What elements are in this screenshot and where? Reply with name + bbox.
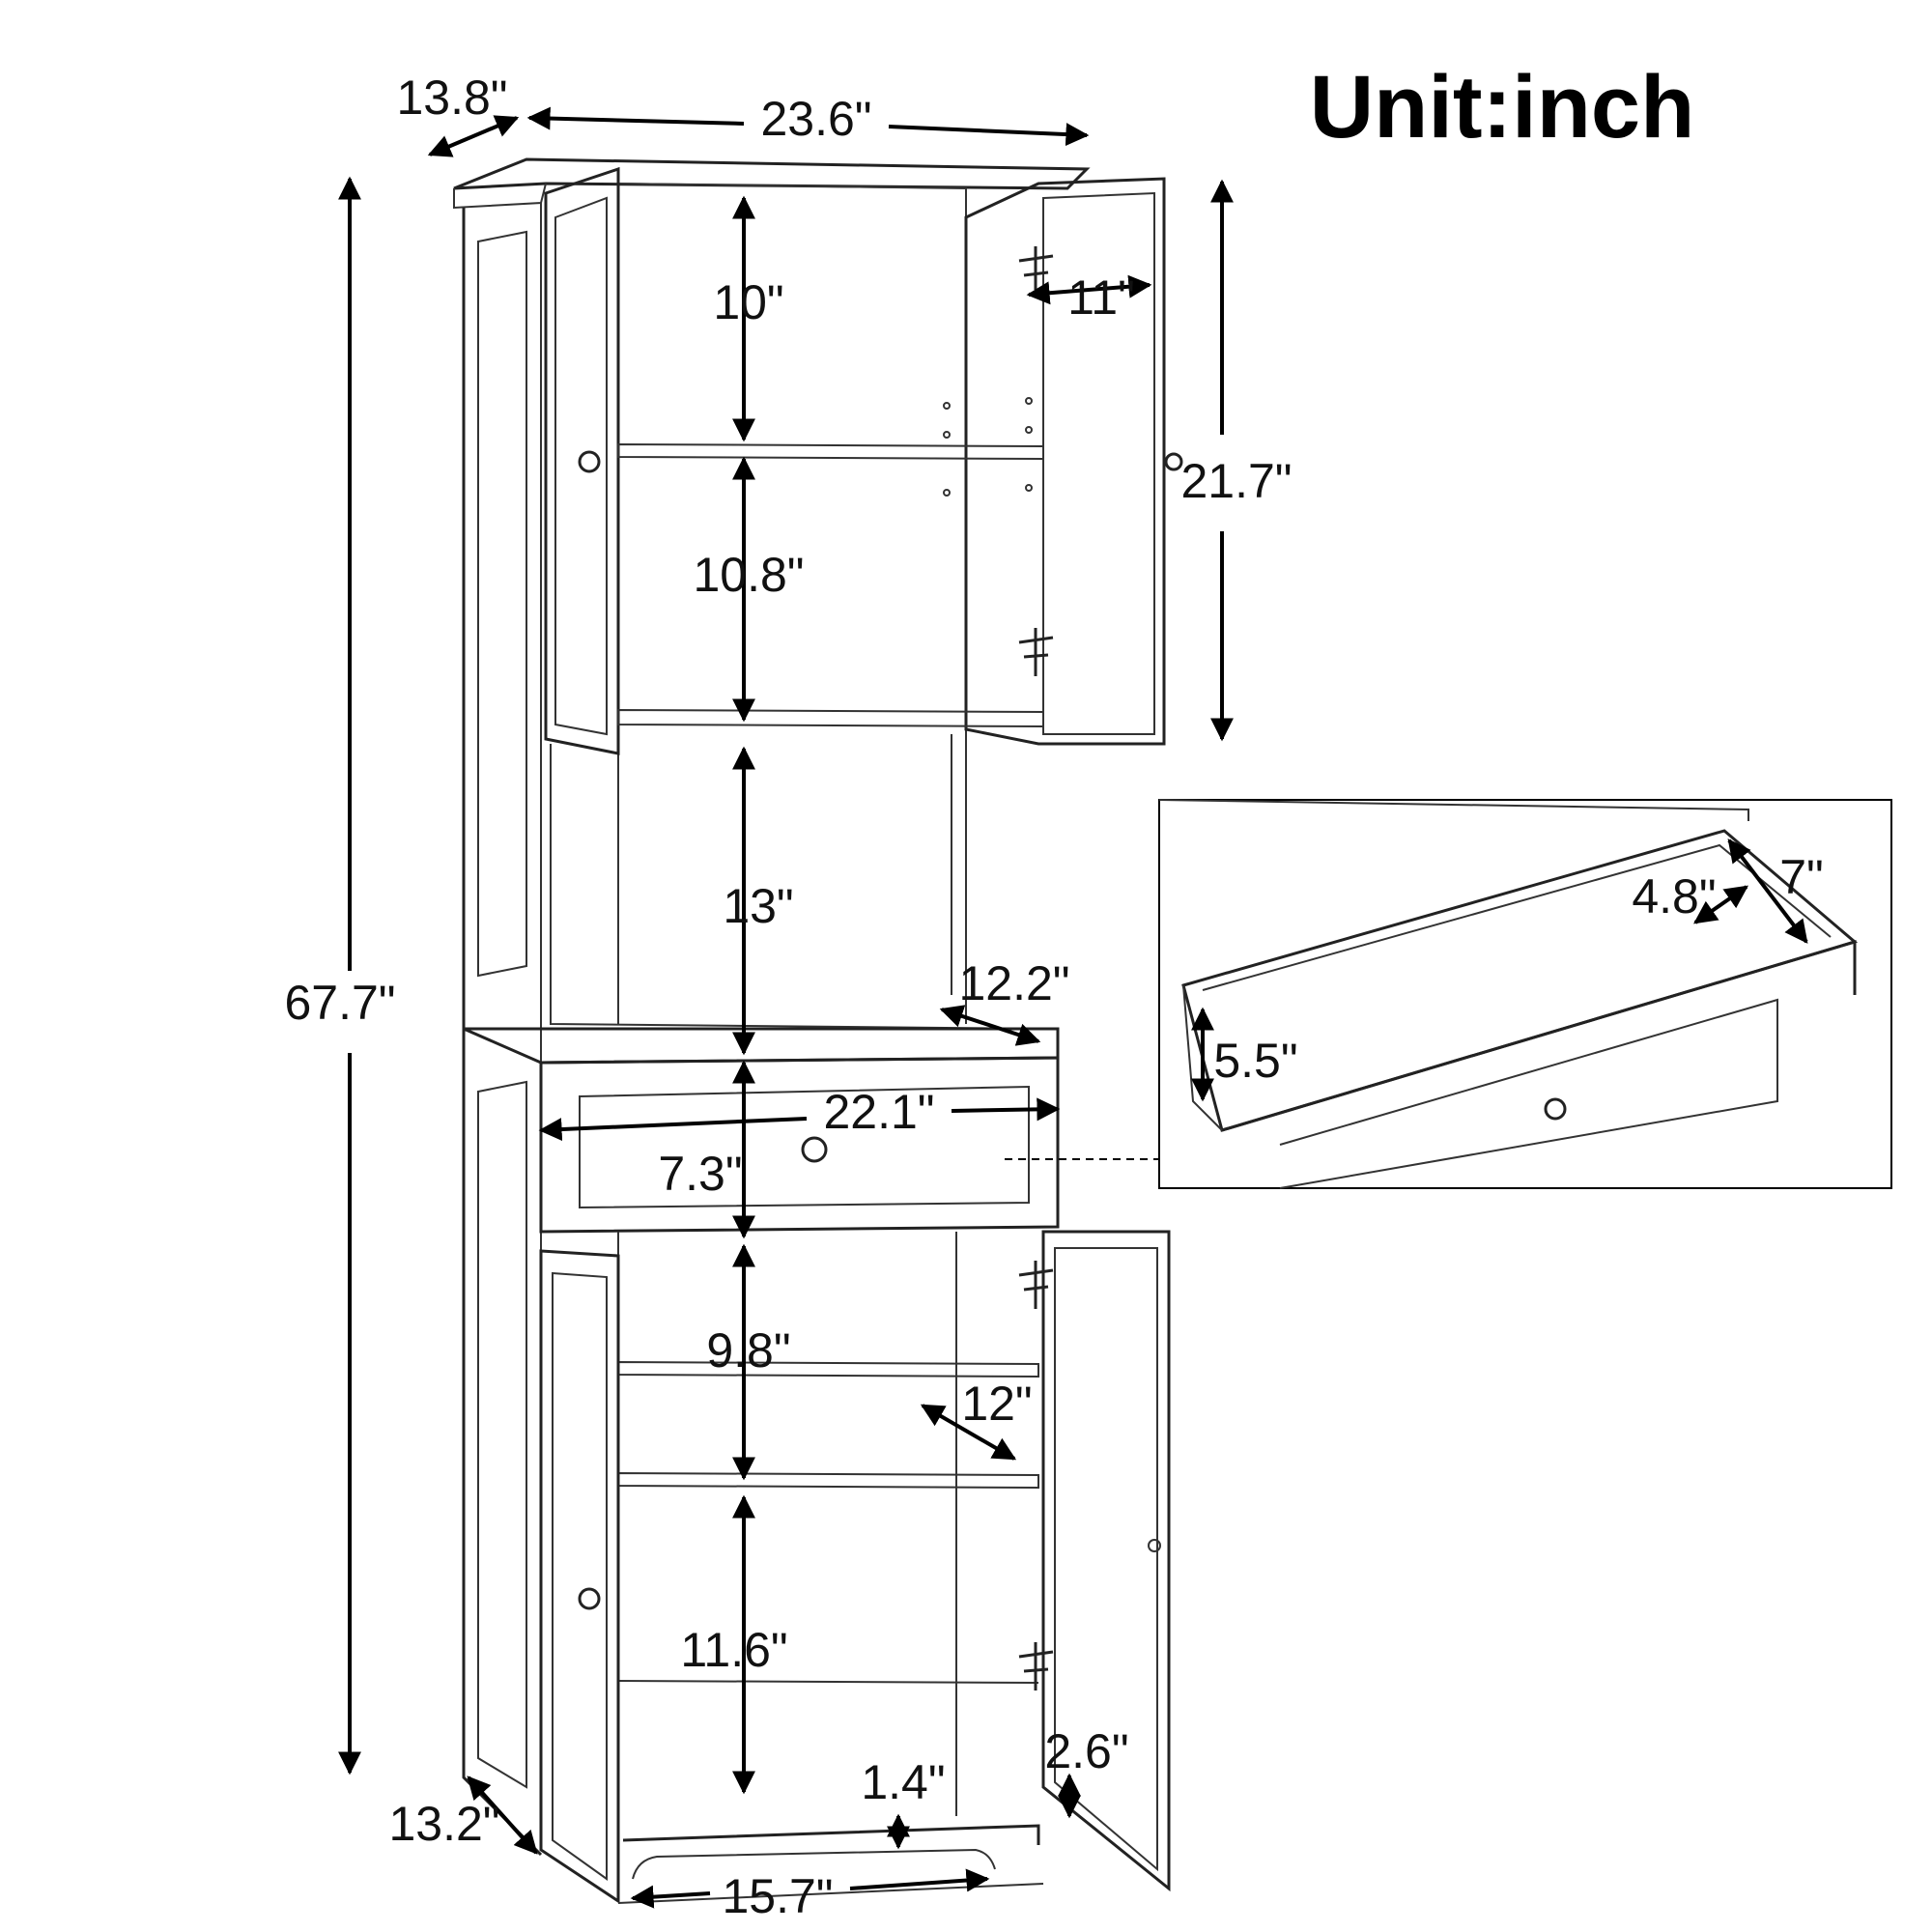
label-lower1-height: 9.8" [706,1323,790,1378]
label-shelf1-height: 10" [713,275,783,329]
dimension-arrows [338,106,1234,1909]
drawer-detail-inset [1158,799,1892,1189]
label-open-depth: 12.2" [958,956,1069,1010]
label-top-depth: 13.8" [396,71,507,125]
label-lower2-height: 11.6" [680,1623,787,1677]
label-total-height: 67.7" [284,976,395,1030]
label-toe-height: 1.4" [861,1755,945,1809]
label-toe-width: 15.7" [722,1869,833,1923]
label-bottom-depth: 13.2" [388,1797,499,1851]
label-shelf2-height: 10.8" [693,548,804,602]
label-drawer-height: 7.3" [658,1147,742,1201]
inset-label-drawer-depth: 7" [1779,850,1824,904]
label-drawer-width: 22.1" [823,1085,934,1139]
label-door-height: 21.7" [1180,454,1292,508]
label-top-width: 23.6" [760,92,871,146]
unit-title: Unit:inch [1310,58,1695,156]
label-open-height: 13" [723,879,793,933]
inset-label-drawer-inner-depth: 4.8" [1632,869,1716,923]
label-base-height: 2.6" [1044,1724,1128,1778]
cabinet-drawing [453,157,1183,1904]
label-door-width: 11" [1067,270,1135,325]
label-lower-depth: 12" [961,1377,1032,1431]
inset-label-drawer-inner-height: 5.5" [1213,1034,1297,1088]
